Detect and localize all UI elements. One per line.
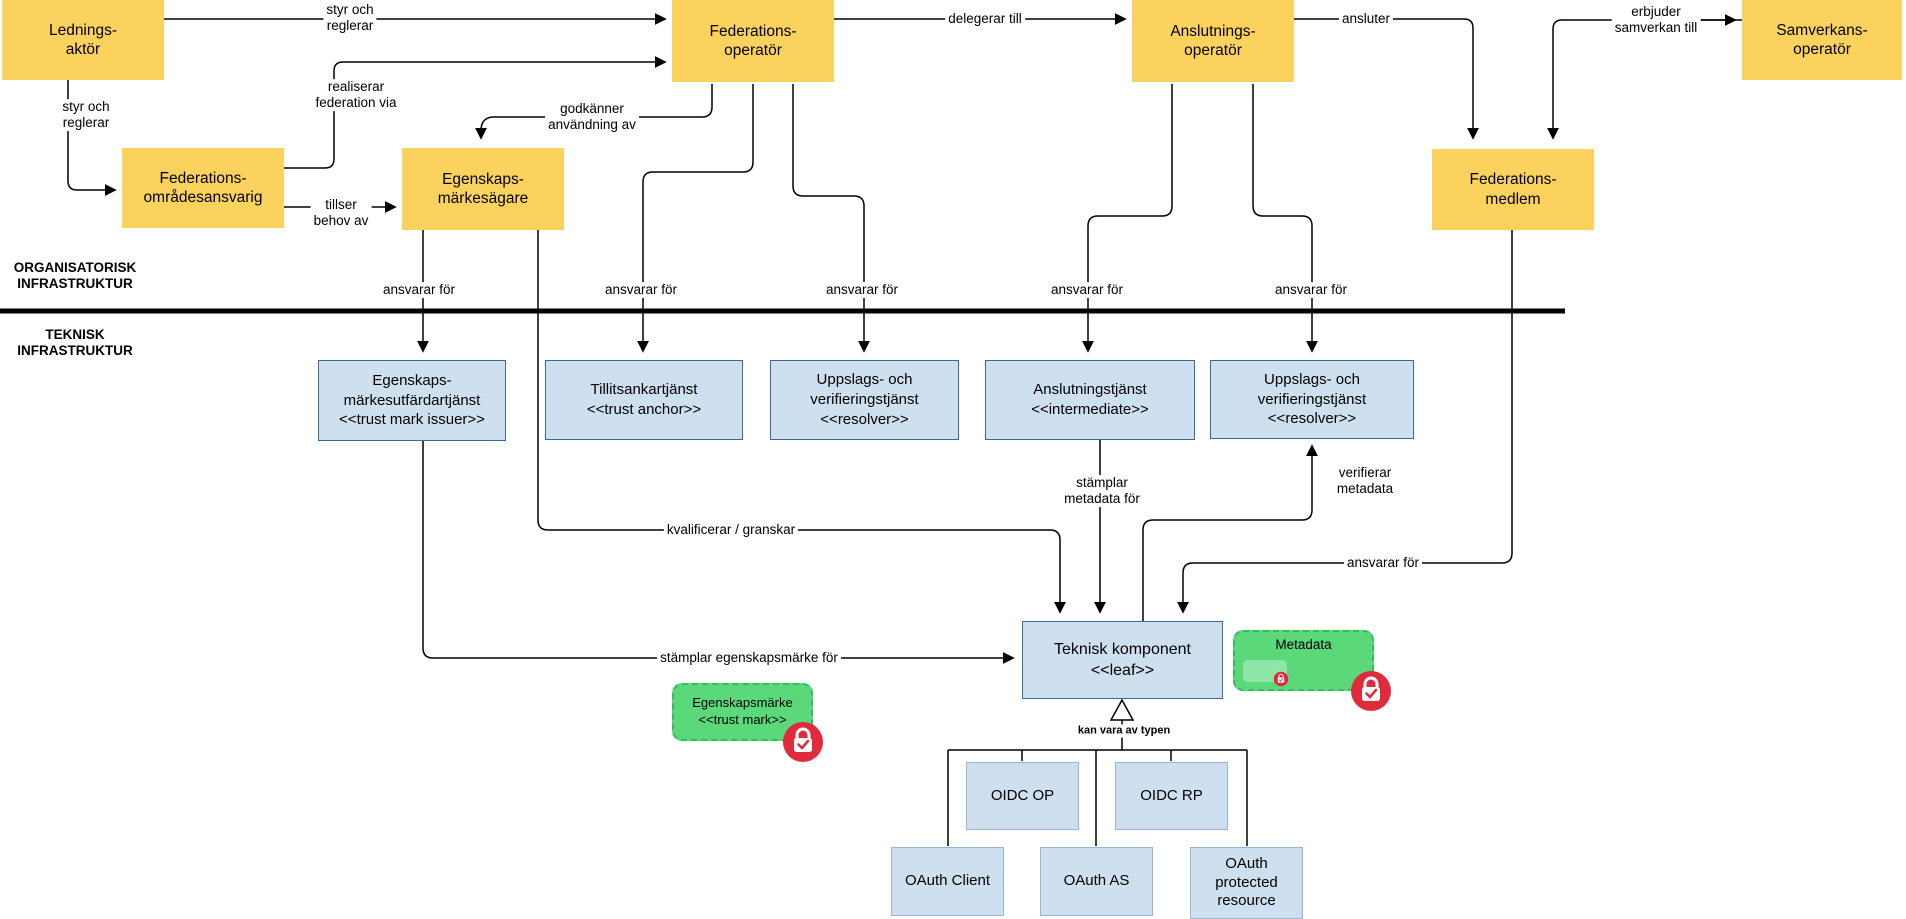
- edge-ansluter: [1293, 18, 1479, 140]
- artifact-metadata: Metadata: [1233, 630, 1374, 691]
- component-oauth-protected-resource: OAuth protected resource: [1190, 847, 1303, 919]
- label-stamplar-egenskapsmarke-for: stämplar egenskapsmärke för: [657, 650, 841, 666]
- edge-ansvarar-resolver-1: [792, 84, 870, 353]
- actor-samverkansoperator: Samverkans- operatör: [1742, 0, 1902, 80]
- label-styr-och-reglerar-top: styr och reglerar: [323, 2, 377, 34]
- section-label-teknisk: TEKNISK INFRASTRUKTUR: [17, 327, 133, 359]
- label-verifierar-metadata: verifierar metadata: [1333, 465, 1397, 497]
- component-oidc-rp: OIDC RP: [1115, 762, 1228, 830]
- label-ansvarar-for-3: ansvarar för: [822, 282, 902, 298]
- label-erbjuder-samverkan-till: erbjuder samverkan till: [1611, 4, 1701, 36]
- metadata-entity-chip: [1243, 660, 1287, 682]
- service-resolver-1: Uppslags- och verifieringstjänst <<resol…: [770, 360, 959, 440]
- metadata-title: Metadata: [1275, 637, 1332, 652]
- artifact-egenskapsmarke: Egenskapsmärke <<trust mark>>: [672, 683, 813, 741]
- label-kvalificerar-granskar: kvalificerar / granskar: [663, 522, 799, 538]
- label-styr-och-reglerar-left: styr och reglerar: [59, 99, 113, 131]
- label-stamplar-metadata-for: stämplar metadata för: [1061, 475, 1143, 507]
- edge-ansvarar-resolver-2: [1252, 84, 1318, 353]
- edge-ansvarar-trust-anchor: [637, 84, 754, 353]
- label-ansvarar-for-medlem: ansvarar för: [1343, 555, 1423, 571]
- actor-federationsmedlem: Federations- medlem: [1432, 149, 1594, 230]
- edge-verifierar-metadata: [1142, 444, 1318, 621]
- label-kan-vara-av-typen: kan vara av typen: [1074, 724, 1174, 738]
- label-ansvarar-for-2: ansvarar för: [601, 282, 681, 298]
- label-ansvarar-for-5: ansvarar för: [1271, 282, 1351, 298]
- section-label-organisatorisk: ORGANISATORISK INFRASTRUKTUR: [13, 260, 137, 292]
- generalization-triangle-icon: [1109, 698, 1135, 721]
- label-ansluter: ansluter: [1338, 11, 1394, 27]
- label-ansvarar-for-4: ansvarar för: [1047, 282, 1127, 298]
- edge-erbjuder-samverkan-till: [1547, 19, 1742, 140]
- actor-federationsomradesansvarig: Federations- områdesansvarig: [122, 148, 284, 228]
- actor-anslutningsoperator: Anslutnings- operatör: [1132, 0, 1294, 82]
- service-trust-anchor: Tillitsankartjänst <<trust anchor>>: [545, 360, 743, 440]
- actor-federationsoperator: Federations- operatör: [672, 0, 834, 82]
- label-tillser-behov-av: tillser behov av: [310, 197, 372, 229]
- component-oidc-op: OIDC OP: [966, 762, 1079, 830]
- service-trust-mark-issuer: Egenskaps- märkesutfärdartjänst <<trust …: [318, 360, 506, 441]
- service-intermediate: Anslutningstjänst <<intermediate>>: [985, 360, 1195, 440]
- service-resolver-2: Uppslags- och verifieringstjänst <<resol…: [1210, 360, 1414, 439]
- edge-stamplar-egenskapsmarke-for: [422, 441, 1015, 664]
- component-oauth-as: OAuth AS: [1040, 847, 1153, 916]
- actor-egenskapsmarkesagare: Egenskaps- märkesägare: [402, 148, 564, 230]
- label-realiserar-federation-via: realiserar federation via: [312, 79, 400, 111]
- actor-ledningsaktor: Lednings- aktör: [2, 0, 164, 80]
- component-oauth-client: OAuth Client: [891, 847, 1004, 916]
- label-godkanner-anvandning-av: godkänner användning av: [545, 101, 639, 133]
- label-ansvarar-for-1: ansvarar för: [379, 282, 459, 298]
- edge-styr-och-reglerar-left: [67, 80, 117, 196]
- service-teknisk-komponent-leaf: Teknisk komponent <<leaf>>: [1022, 621, 1223, 699]
- edge-ansvarar-intermediate: [1082, 84, 1173, 353]
- label-delegerar-till: delegerar till: [945, 11, 1025, 27]
